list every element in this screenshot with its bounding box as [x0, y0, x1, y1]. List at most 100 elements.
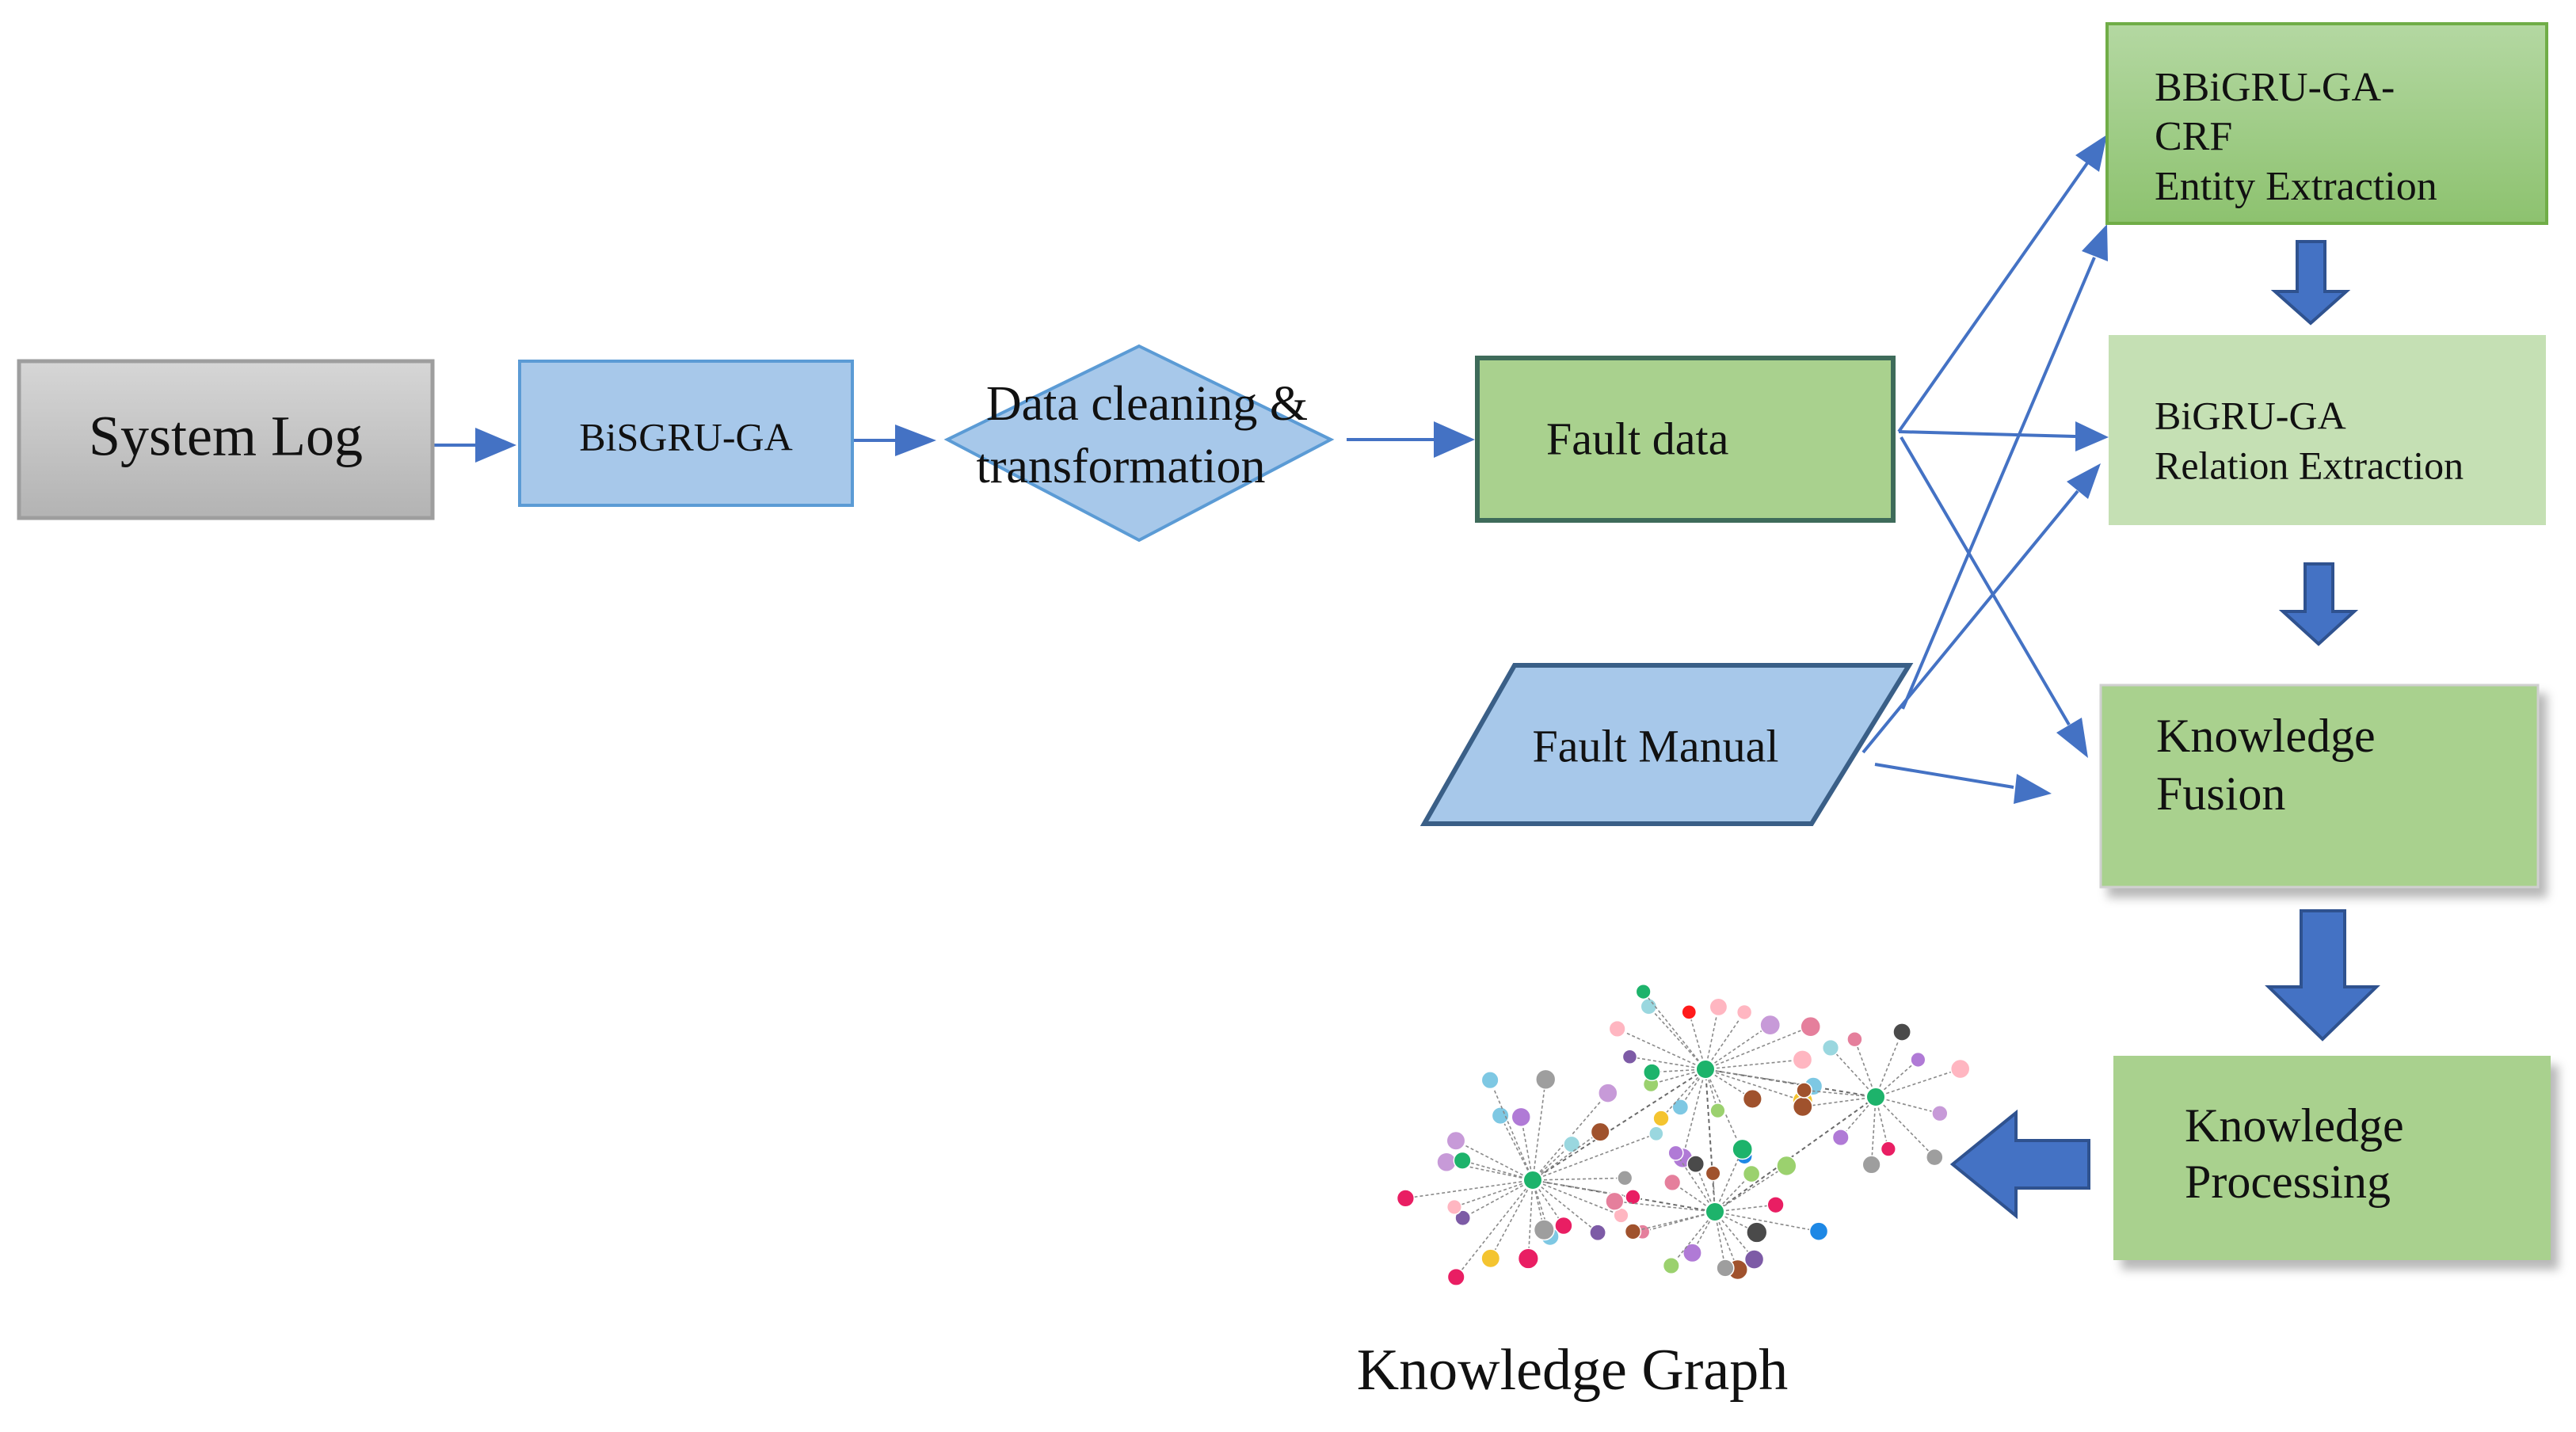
- connector-arrows: [408, 135, 2109, 804]
- graph-node: [1511, 1106, 1531, 1128]
- graph-edge: [1643, 991, 1706, 1070]
- graph-node: [1792, 1096, 1813, 1118]
- graph-edge: [1875, 1096, 1889, 1149]
- graph-edge: [1532, 1068, 1706, 1181]
- graph-edge: [1675, 1152, 1716, 1213]
- graph-edge: [1705, 1068, 1814, 1087]
- graph-node: [1686, 1155, 1705, 1174]
- graph-edge: [1650, 1068, 1706, 1085]
- graph-node: [1662, 1257, 1680, 1275]
- graph-node: [1590, 1122, 1610, 1142]
- graph-edge: [1532, 1079, 1547, 1181]
- graph-edge: [1490, 1179, 1534, 1259]
- arrow-cleaning-to-faultdata: [1347, 421, 1475, 458]
- graph-node: [1671, 1099, 1690, 1116]
- graph-edge: [1714, 1211, 1820, 1232]
- graph-edge: [1714, 1211, 1755, 1260]
- graph-node: [1446, 1267, 1465, 1286]
- graph-edge: [1714, 1204, 1776, 1213]
- graph-node: [1742, 1164, 1761, 1183]
- graph-node: [1759, 1014, 1781, 1036]
- graph-node: [1910, 1051, 1926, 1068]
- graph-edge: [1705, 1011, 1745, 1070]
- entity-extraction-line2: CRF: [2155, 114, 2232, 159]
- graph-node: [1732, 1138, 1754, 1160]
- graph-edge: [1532, 1179, 1621, 1217]
- graph-edge: [1454, 1179, 1534, 1208]
- graph-edge: [1714, 1165, 1787, 1213]
- graph-edge: [1714, 1211, 1726, 1269]
- graph-edge: [1875, 1096, 1935, 1158]
- arrow-faultdata-to-fusion: [1900, 436, 2088, 758]
- graph-node: [1681, 1004, 1698, 1020]
- block-arrow-fusion-to-processing: [2265, 909, 2380, 1042]
- graph-node: [1821, 1038, 1840, 1057]
- graph-node: [1624, 1223, 1642, 1240]
- graph-hub-node: [1705, 1202, 1725, 1222]
- graph-node: [1617, 1170, 1633, 1186]
- arrow-faultdata-to-relation: [1898, 421, 2109, 451]
- knowledge-processing-box: Knowledge Processing: [2113, 1056, 2551, 1260]
- graph-node: [1480, 1071, 1499, 1090]
- graph-node: [1931, 1105, 1949, 1122]
- graph-edge: [1875, 1059, 1919, 1098]
- block-arrow-entity-to-relation: [2270, 240, 2351, 326]
- system-log-label: System Log: [89, 405, 363, 468]
- relation-extraction-box: BiGRU-GA Relation Extraction: [2109, 335, 2546, 525]
- graph-node: [1648, 1125, 1664, 1142]
- graph-edge: [1705, 1026, 1812, 1070]
- graph-node: [1709, 1103, 1726, 1119]
- graph-node: [1736, 1004, 1753, 1021]
- graph-edge: [1405, 1179, 1534, 1199]
- entity-extraction-line1: BBiGRU-GA-: [2155, 65, 2395, 110]
- graph-node: [1396, 1189, 1416, 1208]
- graph-node: [1635, 984, 1652, 1000]
- graph-edge: [1629, 1056, 1706, 1070]
- graph-node: [1926, 1148, 1944, 1167]
- graph-node: [1709, 997, 1728, 1017]
- graph-node: [1643, 1063, 1661, 1082]
- graph-node: [1589, 1224, 1606, 1242]
- graph-edge: [1532, 1177, 1625, 1181]
- graph-node: [1796, 1082, 1812, 1099]
- graph-node: [1892, 1023, 1911, 1042]
- graph-node: [1608, 1019, 1626, 1038]
- graph-node: [1605, 1191, 1625, 1211]
- graph-node: [1453, 1151, 1472, 1170]
- system-log-box: System Log: [17, 359, 435, 520]
- graph-node: [1436, 1152, 1457, 1173]
- block-arrow-processing-to-graph: [1949, 1109, 2090, 1220]
- entity-extraction-box: BBiGRU-GA- CRF Entity Extraction: [2105, 22, 2548, 225]
- graph-hub-node: [1522, 1170, 1543, 1190]
- graph-node: [1808, 1221, 1829, 1241]
- graph-edge: [1875, 1068, 1961, 1098]
- graph-node: [1742, 1088, 1762, 1109]
- graph-node: [1663, 1173, 1682, 1192]
- graph-edge: [1455, 1179, 1534, 1278]
- graph-edge: [1688, 1011, 1706, 1070]
- graph-edge: [1532, 1179, 1599, 1233]
- fault-data-box: Fault data: [1475, 356, 1896, 523]
- graph-edge: [1532, 1131, 1601, 1181]
- graph-edge: [1705, 1068, 1804, 1102]
- graph-node: [1533, 1219, 1555, 1241]
- graph-edge: [1705, 1007, 1720, 1070]
- arrow-faultdata-to-entity: [1897, 135, 2107, 433]
- relation-extraction-line2: Relation Extraction: [2155, 443, 2464, 487]
- graph-node: [1792, 1049, 1813, 1070]
- graph-edge: [1633, 1211, 1716, 1232]
- knowledge-processing-line1: Knowledge: [2185, 1099, 2404, 1152]
- graph-edge: [1854, 1038, 1877, 1098]
- knowledge-graph-illustration: [1396, 984, 1971, 1286]
- graph-node: [1800, 1015, 1822, 1038]
- graph-edge: [1830, 1047, 1877, 1098]
- graph-edge: [1705, 1024, 1771, 1070]
- graph-node: [1880, 1141, 1896, 1157]
- arrow-manual-to-relation: [1862, 463, 2101, 754]
- fault-manual-label: Fault Manual: [1533, 720, 1779, 771]
- graph-node: [1554, 1216, 1573, 1236]
- graph-hub-node: [1695, 1059, 1716, 1080]
- graph-edge: [1714, 1148, 1743, 1213]
- graph-node: [1480, 1248, 1501, 1269]
